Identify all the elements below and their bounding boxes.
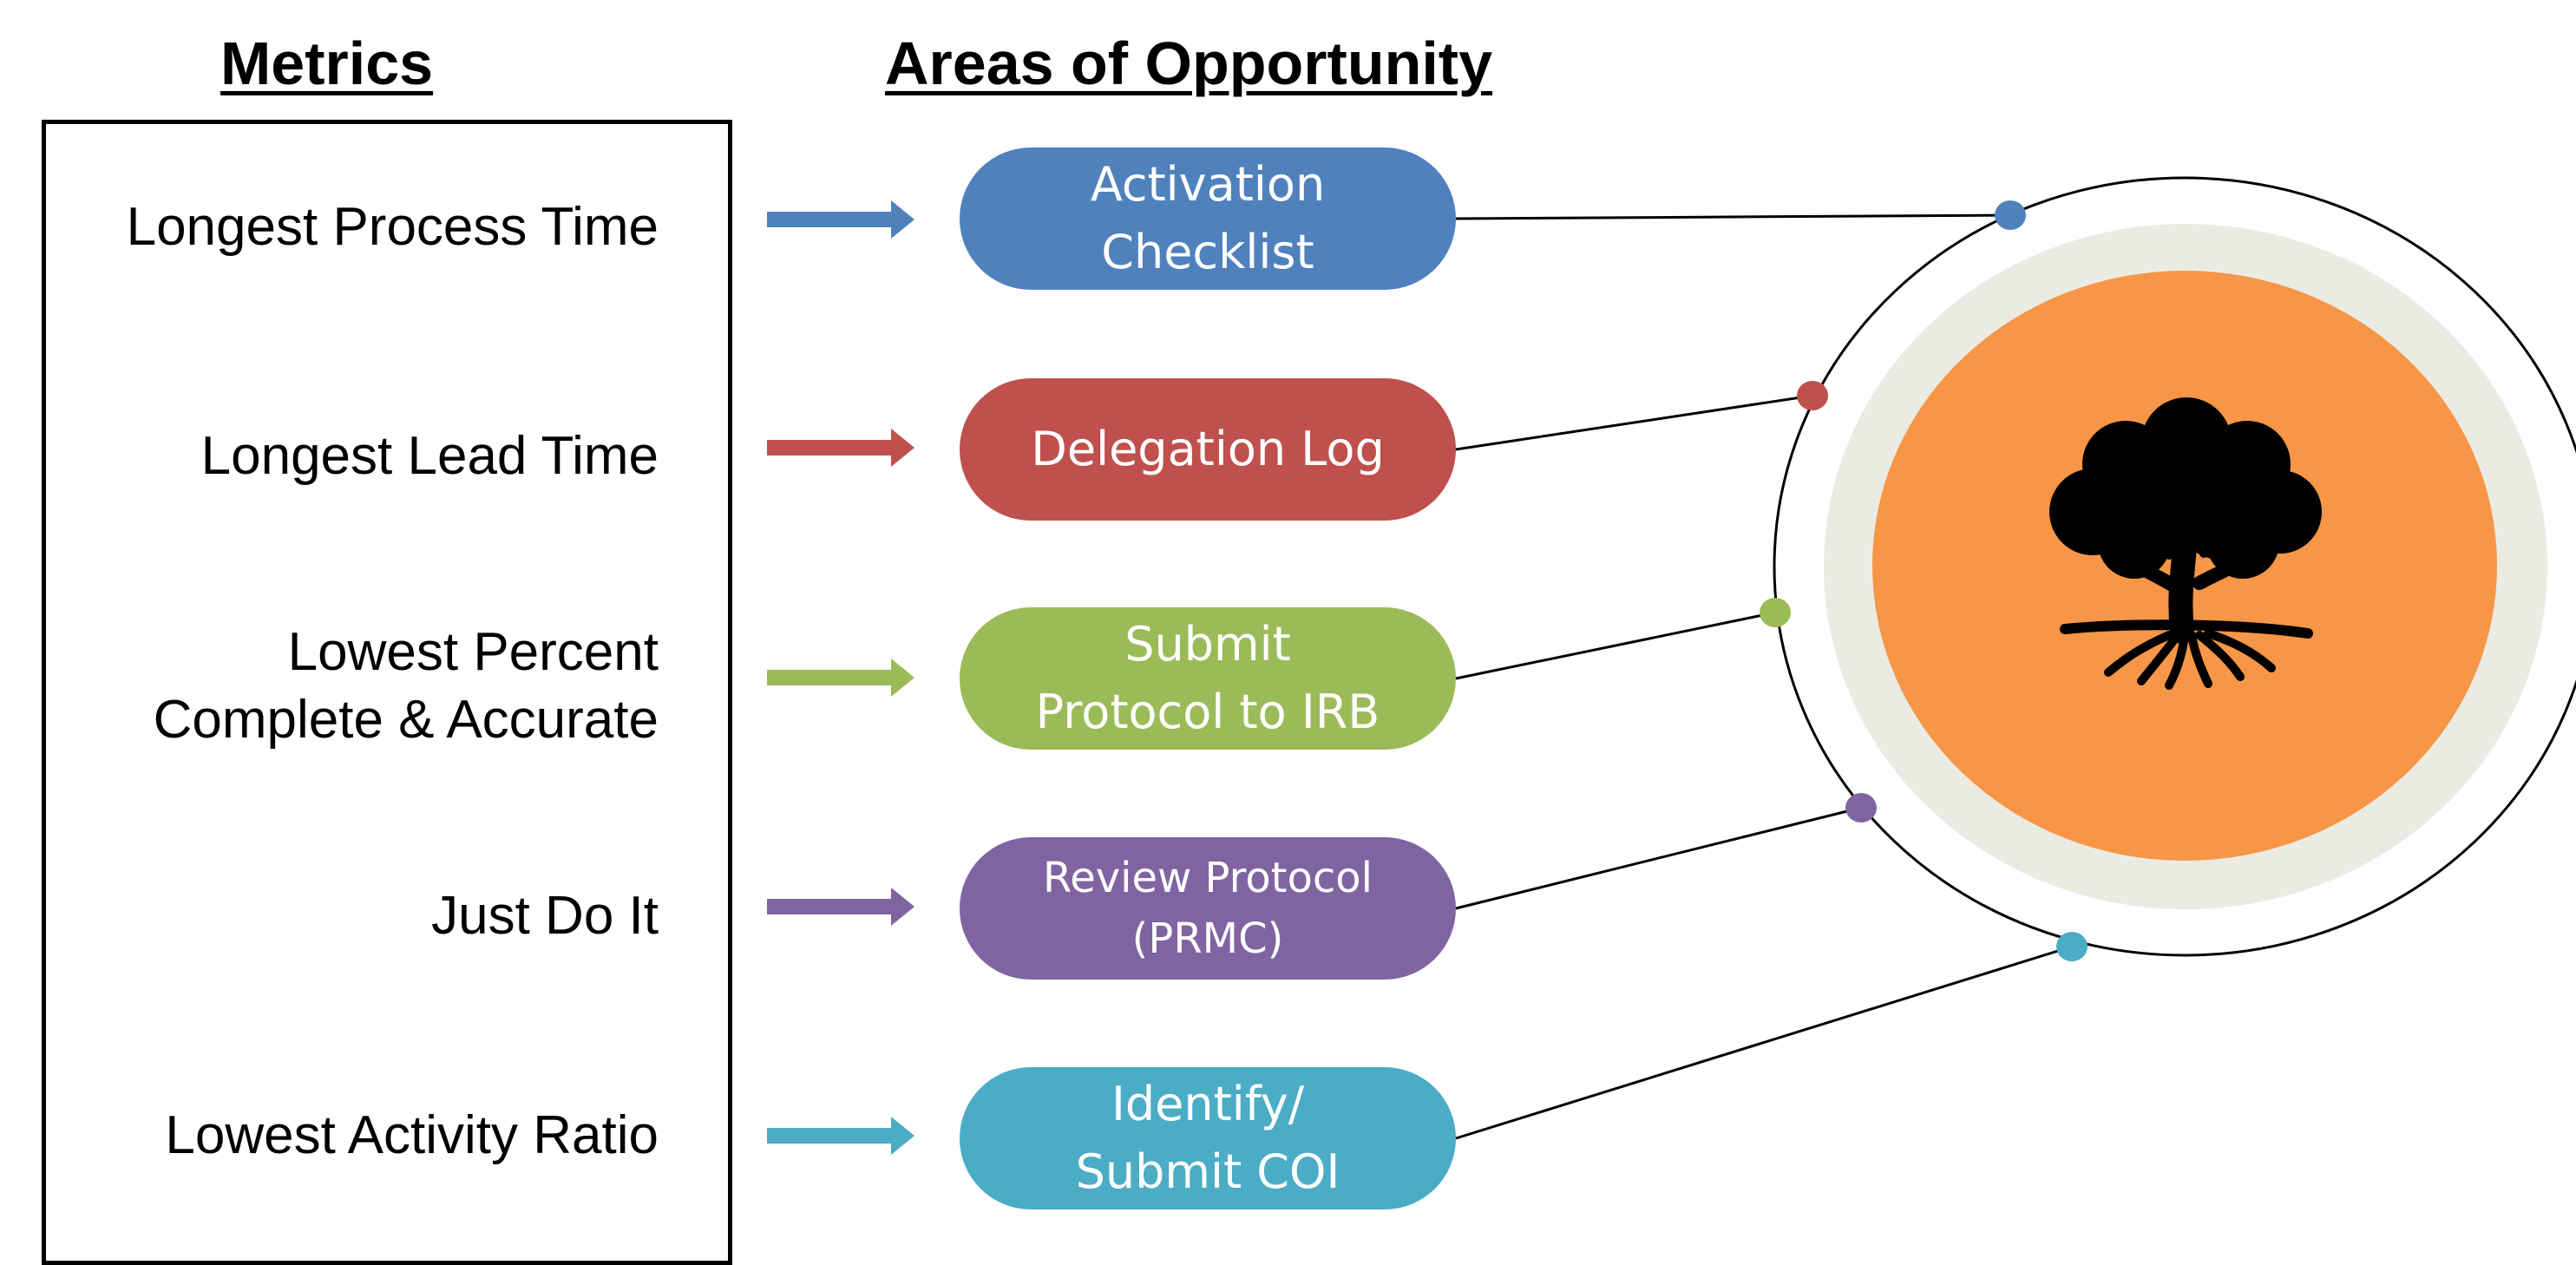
connector-line bbox=[1455, 806, 1862, 910]
metric-label-longest-lead-time: Longest Lead Time bbox=[200, 426, 659, 486]
connector-line bbox=[1455, 213, 2011, 220]
metric-label-longest-process-time: Longest Process Time bbox=[126, 197, 659, 257]
area-pill-identify-submit-coi: Identify/ Submit COI bbox=[960, 1067, 1456, 1209]
connector-dot bbox=[1995, 200, 2026, 230]
connector-line bbox=[1455, 611, 1776, 680]
arrow-right-icon bbox=[767, 429, 914, 467]
connector-dot bbox=[1760, 598, 1791, 627]
tree-with-roots-icon bbox=[2049, 397, 2322, 690]
arrow-right-icon bbox=[767, 1117, 914, 1155]
metric-label-lowest-percent-complete-accurate: Lowest Percent Complete & Accurate bbox=[153, 622, 659, 750]
connector-dot bbox=[1797, 381, 1828, 410]
metric-label-just-do-it: Just Do It bbox=[431, 886, 659, 946]
hub-outline bbox=[1773, 176, 2576, 957]
metrics-heading: Metrics bbox=[220, 29, 434, 97]
connector-line bbox=[1455, 945, 2073, 1140]
metric-label-lowest-activity-ratio: Lowest Activity Ratio bbox=[165, 1105, 659, 1165]
area-pill-submit-protocol-to-irb: Submit Protocol to IRB bbox=[960, 607, 1456, 750]
arrow-right-icon bbox=[767, 888, 914, 926]
area-pill-activation-checklist: Activation Checklist bbox=[960, 147, 1456, 290]
areas-of-opportunity-heading: Areas of Opportunity bbox=[885, 29, 1493, 97]
arrow-right-icon bbox=[767, 659, 914, 697]
connector-line bbox=[1455, 394, 1813, 451]
connector-dot bbox=[2056, 932, 2088, 961]
arrow-right-icon bbox=[767, 200, 914, 239]
connector-lines bbox=[1455, 176, 2576, 1140]
area-pill-delegation-log: Delegation Log bbox=[960, 378, 1456, 521]
connector-dot bbox=[1845, 793, 1877, 823]
area-pill-review-protocol-prmc: Review Protocol (PRMC) bbox=[960, 837, 1456, 980]
